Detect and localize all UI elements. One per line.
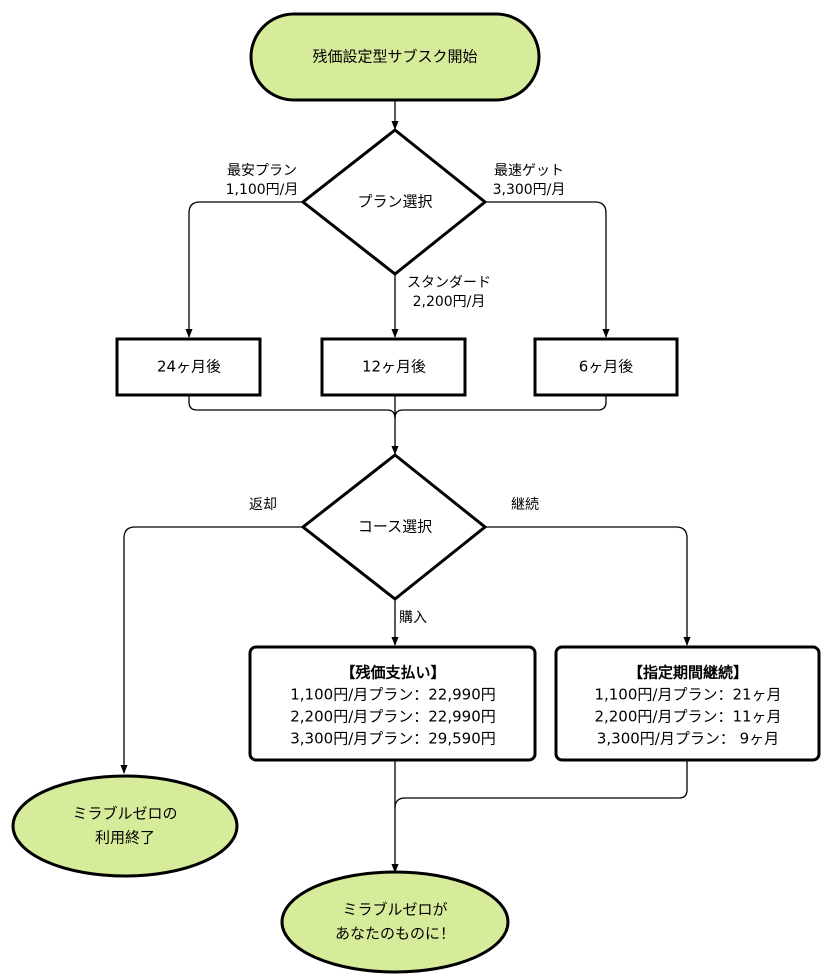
continue-line: 3,300円/月プラン： 9ヶ月 (597, 730, 779, 748)
box-24-label: 24ヶ月後 (157, 358, 221, 376)
start-label: 残価設定型サブスク開始 (312, 48, 477, 66)
edge-plan-to-6 (485, 201, 610, 338)
box-24-months: 24ヶ月後 (115, 337, 262, 397)
end-return-line: 利用終了 (95, 829, 155, 847)
start-terminal: 残価設定型サブスク開始 (249, 12, 541, 102)
continue-line: 1,100円/月プラン：21ヶ月 (594, 686, 781, 704)
continue-title: 【指定期間継続】 (628, 664, 748, 682)
edge-label-cheapest: 最安プラン (227, 163, 297, 179)
box-6-months: 6ヶ月後 (533, 337, 679, 397)
edge-continue-merge (394, 760, 688, 809)
edge-plan-to-24 (185, 201, 303, 338)
box-12-months: 12ヶ月後 (320, 337, 467, 397)
plan-decision-label: プラン選択 (357, 193, 432, 211)
residual-payment-box: 【残価支払い】 1,100円/月プラン：22,990円 2,200円/月プラン：… (248, 645, 537, 762)
end-own-line: あなたのものに！ (335, 925, 455, 943)
edge-label-continue: 継続 (511, 496, 539, 513)
edge-24-merge (188, 395, 396, 419)
box-6-label: 6ヶ月後 (579, 358, 634, 376)
residual-line: 3,300円/月プラン：29,590円 (290, 730, 495, 748)
end-own-terminal: ミラブルゼロが あなたのものに！ (280, 870, 510, 974)
course-decision: コース選択 (300, 453, 488, 601)
residual-line: 1,100円/月プラン：22,990円 (290, 686, 495, 704)
edge-label-fastest-price: 3,300円/月 (493, 182, 566, 198)
plan-decision: プラン選択 (300, 128, 488, 276)
end-own-line: ミラブルゼロが (342, 901, 447, 919)
end-return-line: ミラブルゼロの (72, 805, 177, 823)
continue-period-box: 【指定期間継続】 1,100円/月プラン：21ヶ月 2,200円/月プラン：11… (554, 645, 821, 762)
residual-line: 2,200円/月プラン：22,990円 (290, 708, 495, 726)
edge-course-to-continue (485, 526, 691, 646)
edge-label-standard-price: 2,200円/月 (413, 294, 486, 310)
continue-line: 2,200円/月プラン：11ヶ月 (594, 708, 781, 726)
edge-label-fastest: 最速ゲット (494, 163, 564, 179)
residual-title: 【残価支払い】 (340, 664, 445, 682)
edge-course-to-return (120, 526, 303, 774)
edge-6-merge (394, 395, 607, 419)
course-decision-label: コース選択 (358, 518, 432, 536)
edge-label-standard: スタンダード (407, 275, 491, 291)
end-return-terminal: ミラブルゼロの 利用終了 (11, 774, 239, 878)
edge-label-cheapest-price: 1,100円/月 (226, 182, 299, 198)
edge-label-return: 返却 (249, 497, 277, 513)
edge-label-purchase: 購入 (399, 610, 427, 626)
box-12-label: 12ヶ月後 (362, 358, 426, 376)
